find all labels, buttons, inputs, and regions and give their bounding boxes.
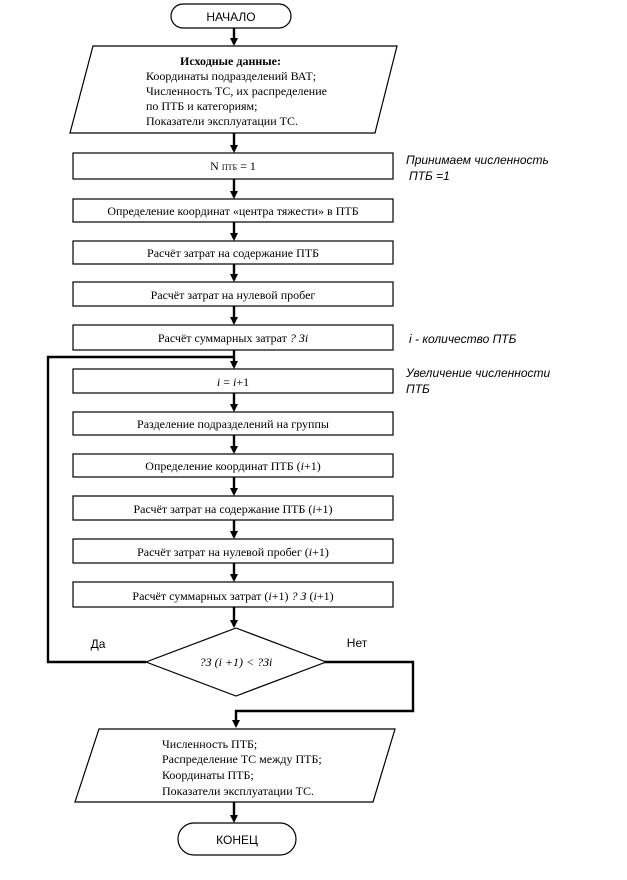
split-groups-text: Разделение подразделений на группы bbox=[137, 417, 329, 431]
start-terminator: НАЧАЛО bbox=[170, 3, 292, 29]
loop-yes-line bbox=[46, 355, 234, 664]
maintenance-cost-text: Расчёт затрат на содержание ПТБ bbox=[147, 246, 319, 260]
step-n-init: N ПТБ = 1 bbox=[72, 152, 394, 180]
zero-run-cost-text: Расчёт затрат на нулевой пробег bbox=[151, 288, 316, 302]
input-title: Исходные данные: bbox=[180, 54, 281, 68]
step-ptb-coords: Определение координат ПТБ (i+1) bbox=[72, 453, 394, 478]
ptb-coords-text: Определение координат ПТБ (i+1) bbox=[145, 459, 320, 473]
total-next-text: Расчёт суммарных затрат (i+1) ? З (i+1) bbox=[132, 589, 333, 603]
step-center-of-gravity: Определение координат «центра тяжести» в… bbox=[72, 198, 394, 223]
no-branch-line bbox=[232, 660, 415, 728]
step-total-cost: Расчёт суммарных затрат ? Зi bbox=[72, 324, 394, 351]
increment-text: i = i+1 bbox=[217, 375, 249, 389]
output-line-1: Численность ПТБ; bbox=[162, 737, 257, 751]
step-maintenance-next: Расчёт затрат на содержание ПТБ (i+1) bbox=[72, 495, 394, 521]
zero-run-next-text: Расчёт затрат на нулевой пробег (i+1) bbox=[137, 545, 329, 559]
input-data-block: Исходные данные: Координаты подразделени… bbox=[69, 45, 398, 134]
output-line-2: Распределение ТС между ПТБ; bbox=[162, 752, 322, 766]
step-split-groups: Разделение подразделений на группы bbox=[72, 411, 394, 436]
note-assume-line-2: ПТБ =1 bbox=[409, 169, 450, 183]
step-total-next: Расчёт суммарных затрат (i+1) ? З (i+1) bbox=[72, 581, 394, 608]
connectors bbox=[46, 28, 415, 823]
step-zero-run-next: Расчёт затрат на нулевой пробег (i+1) bbox=[72, 538, 394, 564]
note-i-count: i - количество ПТБ bbox=[409, 332, 517, 346]
end-label: КОНЕЦ bbox=[216, 833, 258, 847]
end-terminator: КОНЕЦ bbox=[177, 822, 297, 856]
output-line-4: Показатели эксплуатации ТС. bbox=[162, 784, 314, 798]
start-label: НАЧАЛО bbox=[206, 10, 255, 24]
input-line-1: Координаты подразделений ВАТ; bbox=[146, 69, 316, 83]
no-label: Нет bbox=[347, 636, 368, 650]
output-data-block: Численность ПТБ; Распределение ТС между … bbox=[74, 728, 396, 803]
center-of-gravity-text: Определение координат «центра тяжести» в… bbox=[107, 204, 358, 218]
note-increase-line-1: Увеличение численности bbox=[405, 366, 550, 380]
input-line-2: Численность ТС, их распределение bbox=[146, 84, 327, 98]
decision-diamond: ?З (i +1) < ?Зi bbox=[144, 627, 328, 697]
note-assume-line-1: Принимаем численность bbox=[406, 153, 549, 167]
step-maintenance-cost: Расчёт затрат на содержание ПТБ bbox=[72, 240, 394, 265]
decision-condition: ?З (i +1) < ?Зi bbox=[200, 655, 273, 669]
n-init-text: N ПТБ = 1 bbox=[210, 159, 256, 173]
total-cost-text: Расчёт суммарных затрат ? Зi bbox=[158, 331, 308, 345]
input-line-3: по ПТБ и категориям; bbox=[146, 99, 257, 113]
step-zero-run-cost: Расчёт затрат на нулевой пробег bbox=[72, 281, 394, 307]
maintenance-next-text: Расчёт затрат на содержание ПТБ (i+1) bbox=[133, 502, 332, 516]
input-line-4: Показатели эксплуатации ТС. bbox=[146, 114, 298, 128]
step-increment: i = i+1 bbox=[72, 368, 394, 394]
note-increase-line-2: ПТБ bbox=[406, 382, 430, 396]
side-notes: Принимаем численность ПТБ =1 i - количес… bbox=[405, 153, 550, 396]
yes-label: Да bbox=[91, 637, 106, 651]
output-line-3: Координаты ПТБ; bbox=[162, 768, 254, 782]
